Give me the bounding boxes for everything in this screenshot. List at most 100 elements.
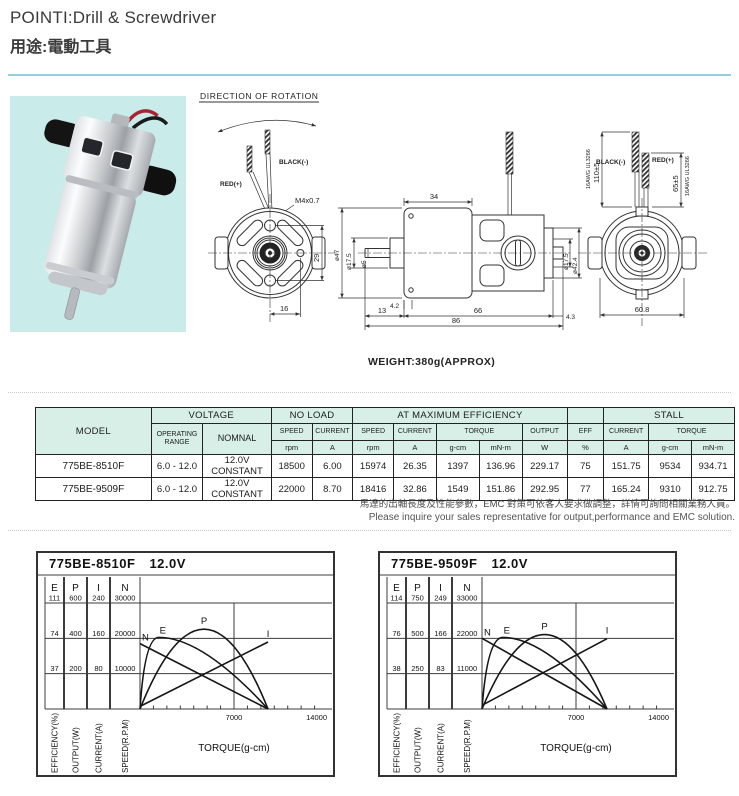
rotation-arrow <box>217 119 317 133</box>
rear-red-lead <box>641 152 650 189</box>
unit-mnm: mN-m <box>691 440 735 455</box>
curve-output <box>481 633 608 710</box>
table-cell: 12.0V CONSTANT <box>202 477 272 501</box>
unit-mnm: mN-m <box>478 440 523 455</box>
vent-window <box>109 150 134 171</box>
footnotes: 馬達的出軸長度及性能參數，EMC 對策可依客人要求做調整，詳情可詢問相關業務人員… <box>215 496 735 523</box>
dia-47: ø47 <box>334 249 341 261</box>
scale-tick: 11000 <box>457 664 477 673</box>
dim-34: 34 <box>430 192 438 201</box>
dim-16: 16 <box>280 304 288 313</box>
dia-17-5-right: ø17.5 <box>563 253 570 270</box>
table-cell: 229.17 <box>521 454 568 478</box>
axis-label: SPEED(R.P.M) <box>121 719 130 773</box>
table-cell: 1397 <box>435 454 480 478</box>
table-cell: 151.75 <box>603 454 650 478</box>
scale-tick: 500 <box>411 629 424 638</box>
table-cell: 1549 <box>435 477 480 501</box>
rear-black-lead <box>631 131 640 173</box>
unit-gcm: g-cm <box>648 440 693 455</box>
curve-label-n: N <box>484 627 491 638</box>
motor-shaft <box>64 287 80 320</box>
group-header-voltage: VOLTAGE <box>150 407 272 424</box>
table-row-8510f: 775BE-8510F 6.0 - 12.0 12.0V CONSTANT 18… <box>35 454 735 478</box>
scale-tick: 10000 <box>115 664 136 673</box>
x-tick-label: 14000 <box>648 713 669 722</box>
separator <box>8 392 731 393</box>
scale-tick: 74 <box>50 629 58 638</box>
dim-13: 13 <box>378 306 386 315</box>
curve-label-p: P <box>201 616 207 627</box>
curve-label-i: I <box>267 629 270 640</box>
chart-title: 775BE-9509F 12.0V <box>391 556 528 571</box>
table-cell: 9534 <box>648 454 693 478</box>
dia-17-5-left: ø17.5 <box>346 253 353 270</box>
col-header-torque: TORQUE <box>648 423 735 441</box>
model-cell: 775BE-8510F <box>35 454 152 478</box>
x-axis-label: TORQUE(g-cm) <box>540 743 611 754</box>
unit-rpm: rpm <box>352 440 394 455</box>
footnote-en: Please inquire your sales representative… <box>368 512 735 523</box>
unit-a: A <box>393 440 437 455</box>
side-wire <box>505 131 514 175</box>
curve-label-p: P <box>541 622 547 633</box>
rear-black-label: BLACK(-) <box>596 159 625 166</box>
unit-a: A <box>603 440 650 455</box>
dim-4-2: 4.2 <box>390 303 399 310</box>
model-cell: 775BE-9509F <box>35 477 152 501</box>
axis-label: OUTPUT(W) <box>72 727 81 773</box>
dim-110: 110±5 <box>592 163 601 183</box>
col-header-current: CURRENT <box>311 423 354 441</box>
awg-label-left: 16AWG UL3266 <box>586 149 592 189</box>
group-header-max-efficiency: AT MAXIMUM EFFICIENCY <box>352 407 568 424</box>
scale-tick: 600 <box>69 594 82 603</box>
curve-efficiency <box>481 636 608 710</box>
col-header-current: CURRENT <box>393 423 437 441</box>
x-tick-label: 14000 <box>306 713 327 722</box>
scale-tick: 111 <box>49 594 60 603</box>
x-tick-label: 7000 <box>568 713 585 722</box>
curve-speed <box>481 637 608 710</box>
scale-letter: P <box>414 583 421 594</box>
scale-letter: N <box>121 583 128 594</box>
col-header-model: MODEL <box>35 407 152 455</box>
scale-tick: 400 <box>69 629 82 638</box>
scale-tick: 30000 <box>115 594 136 603</box>
scale-letter: E <box>393 583 400 594</box>
curve-speed <box>139 642 269 710</box>
axis-label: CURRENT(A) <box>437 723 446 773</box>
scale-tick: 750 <box>411 594 424 603</box>
table-cell: 292.95 <box>521 477 568 501</box>
scale-tick: 76 <box>392 629 400 638</box>
unit-rpm: rpm <box>270 440 313 455</box>
performance-chart-775be-8510f: 775BE-8510F 12.0V E P I N 37 74 111 200 400 600 80 1… <box>36 551 335 782</box>
group-header-stall: STALL <box>603 407 735 424</box>
direction-of-rotation-label: DIRECTION OF ROTATION <box>200 91 319 101</box>
scale-tick: 200 <box>69 664 82 673</box>
scale-tick: 37 <box>50 664 58 673</box>
curve-efficiency <box>139 636 269 710</box>
separator <box>8 530 731 531</box>
col-header-output: OUTPUT <box>521 423 568 441</box>
scale-tick: 80 <box>94 664 102 673</box>
dia-42-4: ø42.4 <box>572 257 579 274</box>
table-cell: 912.75 <box>691 477 735 501</box>
vent-slots <box>236 219 304 287</box>
header-divider <box>8 74 731 76</box>
black-wire <box>131 116 169 130</box>
scale-tick: 160 <box>92 629 105 638</box>
curve-label-i: I <box>606 626 609 637</box>
scale-letter: I <box>439 583 442 594</box>
dimension-drawing-svg: DIRECTION OF ROTATION RED(+) BLACK(-) M4… <box>199 91 708 330</box>
scale-tick: 250 <box>411 664 424 673</box>
col-header-eff: EFF <box>566 423 605 441</box>
curve-label-e: E <box>504 625 510 636</box>
scale-tick: 22000 <box>457 629 478 638</box>
group-header-no-load: NO LOAD <box>270 407 354 424</box>
axis-label: EFFICIENCY(%) <box>393 713 402 773</box>
chart-title: 775BE-8510F 12.0V <box>49 556 186 571</box>
vent-window <box>80 136 104 158</box>
curve-label-e: E <box>160 625 166 636</box>
unit-w: W <box>521 440 568 455</box>
dia-5: ø5 <box>361 260 368 268</box>
